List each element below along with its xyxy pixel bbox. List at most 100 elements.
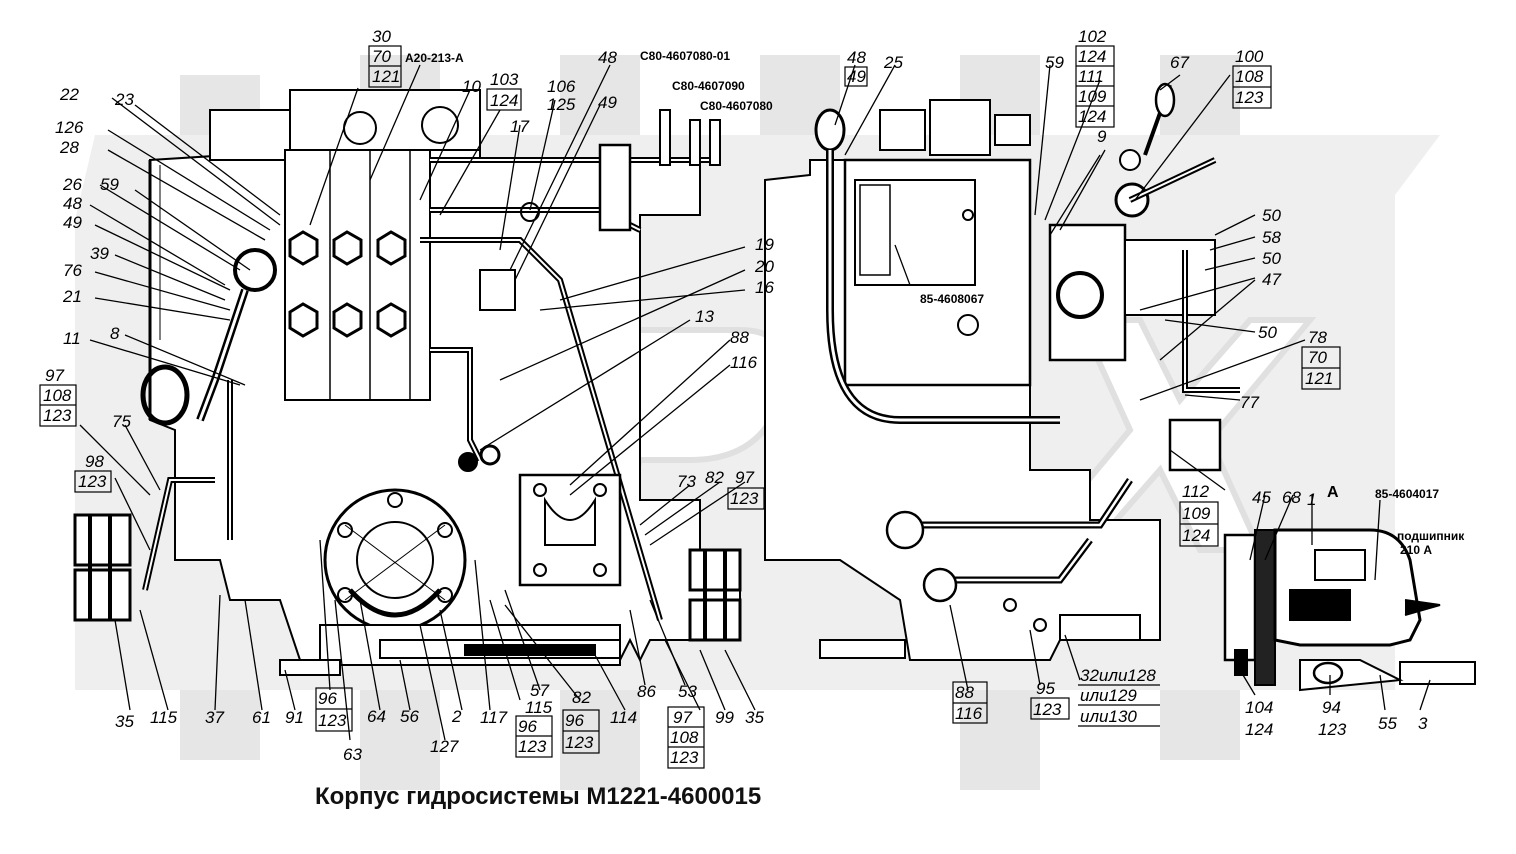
part-label: 98: [85, 452, 104, 471]
part-label: 49: [63, 213, 82, 232]
part-label: 16: [755, 278, 774, 297]
part-label: 45: [1252, 488, 1271, 507]
part-label: 59: [1045, 53, 1064, 72]
part-label: 37: [205, 708, 224, 727]
part-label: 104: [1245, 698, 1273, 717]
part-label: 123: [1318, 720, 1347, 739]
part-label: 17: [510, 117, 529, 136]
part-label: 97: [45, 366, 64, 385]
part-label: 102: [1078, 27, 1107, 46]
part-label: 123: [670, 748, 699, 767]
part-label: 26: [62, 175, 82, 194]
detail-a-drawing: [1223, 528, 1476, 692]
code-c80-01: С80-4607080-01: [640, 49, 730, 63]
middle-assembly-drawing: [764, 82, 1240, 661]
part-label: 126: [55, 118, 84, 137]
part-label: 106: [547, 77, 576, 96]
part-label: 39: [90, 244, 109, 263]
part-label: 96: [318, 689, 337, 708]
part-label: 25: [883, 53, 903, 72]
part-label: 53: [678, 682, 697, 701]
part-label: 111: [1078, 67, 1104, 86]
part-label: 50: [1262, 206, 1281, 225]
part-label: 123: [1235, 88, 1264, 107]
code-85-017: 85-4604017: [1375, 487, 1439, 501]
part-label: 75: [112, 412, 131, 431]
part-label: 76: [63, 261, 82, 280]
part-label: 115: [525, 698, 553, 717]
part-label: 30: [372, 27, 391, 46]
code-85-067: 85-4608067: [920, 292, 984, 306]
code-a20: А20-213-А: [405, 51, 464, 65]
part-label: 123: [318, 711, 347, 730]
part-label: 8: [110, 324, 120, 343]
part-label: 82: [572, 688, 591, 707]
part-number-labels: 30 70 121 10 103 124 22 23 17 106 125 48…: [43, 27, 1428, 767]
bearing-label-1: подшипник: [1397, 529, 1465, 543]
part-label: 124: [1182, 526, 1210, 545]
part-label: 88: [730, 328, 749, 347]
part-label: 124: [1078, 107, 1106, 126]
part-label: 123: [1033, 700, 1062, 719]
part-label: 48: [847, 48, 866, 67]
part-label: 3: [1418, 714, 1428, 733]
part-label: 50: [1258, 323, 1277, 342]
part-label: или129: [1080, 686, 1137, 705]
part-label: 121: [372, 67, 400, 86]
part-label: 22: [59, 85, 79, 104]
part-label: 96: [565, 711, 584, 730]
part-label: 32или128: [1080, 666, 1156, 685]
part-label: 123: [518, 737, 547, 756]
code-c80-090: С80-4607090: [672, 79, 745, 93]
part-label: 99: [715, 708, 734, 727]
part-label: 49: [847, 67, 866, 86]
part-label: 56: [400, 707, 419, 726]
part-label: 109: [1078, 87, 1107, 106]
part-label: 112: [1182, 482, 1210, 501]
part-label: 82: [705, 468, 724, 487]
part-label: 94: [1322, 698, 1341, 717]
part-label: 64: [367, 707, 386, 726]
part-label: 121: [1305, 369, 1333, 388]
part-label: 67: [1170, 53, 1189, 72]
part-label: 28: [59, 138, 79, 157]
part-label: 115: [150, 708, 178, 727]
part-label: 108: [43, 386, 72, 405]
part-label: 58: [1262, 228, 1281, 247]
part-label: 86: [637, 682, 656, 701]
part-label: 70: [372, 47, 391, 66]
part-label: 13: [695, 307, 714, 326]
part-label: 77: [1240, 393, 1259, 412]
part-label: 95: [1036, 679, 1055, 698]
part-label: 116: [955, 704, 983, 723]
part-label: 68: [1282, 488, 1301, 507]
part-label: 35: [745, 708, 764, 727]
code-c80-080: С80-4607080: [700, 99, 773, 113]
part-label: 49: [598, 93, 617, 112]
part-label: 11: [63, 329, 81, 348]
part-label: 100: [1235, 47, 1264, 66]
diagram-title: Корпус гидросистемы М1221-4600015: [315, 783, 762, 810]
part-label: 125: [547, 95, 576, 114]
part-label: 96: [518, 717, 537, 736]
part-label: 123: [730, 489, 759, 508]
part-label: 48: [598, 48, 617, 67]
part-label: 20: [754, 257, 774, 276]
part-label: 116: [730, 353, 758, 372]
part-label: 55: [1378, 714, 1397, 733]
part-label: 109: [1182, 504, 1211, 523]
part-label: 35: [115, 712, 134, 731]
part-label: 59: [100, 175, 119, 194]
part-label: 127: [430, 737, 459, 756]
bearing-label-2: 210 А: [1400, 543, 1432, 557]
part-label: 47: [1262, 270, 1281, 289]
label-dividers: [39, 45, 1341, 769]
part-label: 97: [735, 468, 754, 487]
part-label: 124: [1245, 720, 1273, 739]
part-label: 123: [43, 406, 72, 425]
part-label: 123: [78, 472, 107, 491]
part-label: 78: [1308, 328, 1327, 347]
part-code-labels: А20-213-А С80-4607080-01 С80-4607090 С80…: [405, 49, 1465, 557]
